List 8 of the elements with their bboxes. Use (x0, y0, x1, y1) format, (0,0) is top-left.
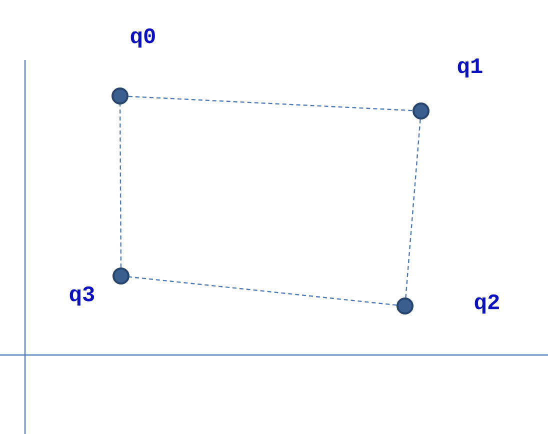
point-label: q3 (70, 286, 94, 306)
point-label: q0 (130, 28, 155, 48)
dashed-line (119, 104, 122, 268)
dashed-line (129, 276, 397, 306)
dashed-line (405, 119, 421, 298)
point-label: q1 (458, 58, 482, 78)
point-label: q2 (474, 294, 499, 314)
dashed-line (128, 96, 413, 112)
